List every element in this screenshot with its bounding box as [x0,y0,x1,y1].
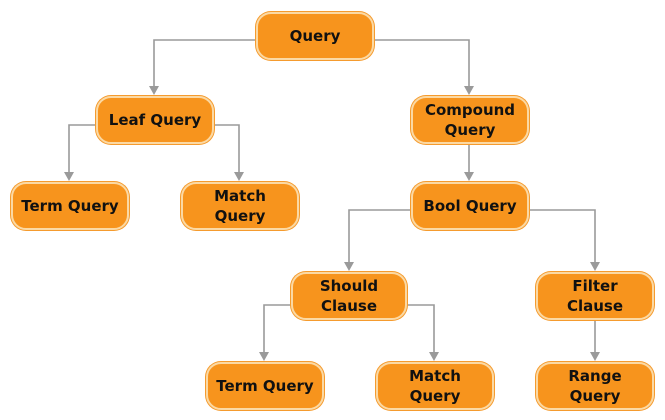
connector-should-to-match [407,304,435,354]
connector-query-to-compound [374,39,470,88]
node-query: Query [256,12,374,60]
connector-leaf-to-match [214,124,240,174]
node-query-label: Query [289,27,341,45]
arrowhead-match-query-should [429,352,439,361]
node-range-query-label: Range Query [568,367,622,405]
node-filter-clause-label: Filter Clause [566,277,624,315]
node-term-query-leaf: Term Query [11,182,129,230]
node-bool-query-label: Bool Query [423,197,517,215]
node-range-query: Range Query [536,362,654,410]
node-leaf-query: Leaf Query [96,96,214,144]
node-compound-query: Compound Query [411,96,529,144]
arrowhead-term-query-leaf [64,172,74,181]
node-term-query-leaf-label: Term Query [21,197,119,215]
node-match-query-leaf: Match Query [181,182,299,230]
arrowhead-compound-query [464,86,474,95]
node-match-query-should: Match Query [376,362,494,410]
node-filter-clause: Filter Clause [536,272,654,320]
node-leaf-query-label: Leaf Query [108,111,202,129]
node-term-query-should-label: Term Query [216,377,314,395]
connector-should-to-term [263,304,291,354]
arrowhead-filter-clause [590,262,600,271]
node-term-query-should: Term Query [206,362,324,410]
connector-leaf-to-term [68,124,96,174]
arrowhead-bool-query [464,172,474,181]
arrowhead-term-query-should [259,352,269,361]
arrowhead-match-query-leaf [234,172,244,181]
arrowhead-range-query [590,352,600,361]
node-match-query-should-label: Match Query [409,367,461,405]
arrowhead-should-clause [344,262,354,271]
connector-query-to-leaf [153,39,256,88]
node-compound-query-label: Compound Query [424,101,516,139]
connector-bool-to-filter [529,209,596,264]
node-should-clause-label: Should Clause [319,277,379,315]
arrowhead-leaf-query [149,86,159,95]
node-should-clause: Should Clause [291,272,407,320]
connector-bool-to-should [348,209,411,264]
node-match-query-leaf-label: Match Query [214,187,266,225]
node-bool-query: Bool Query [411,182,529,230]
